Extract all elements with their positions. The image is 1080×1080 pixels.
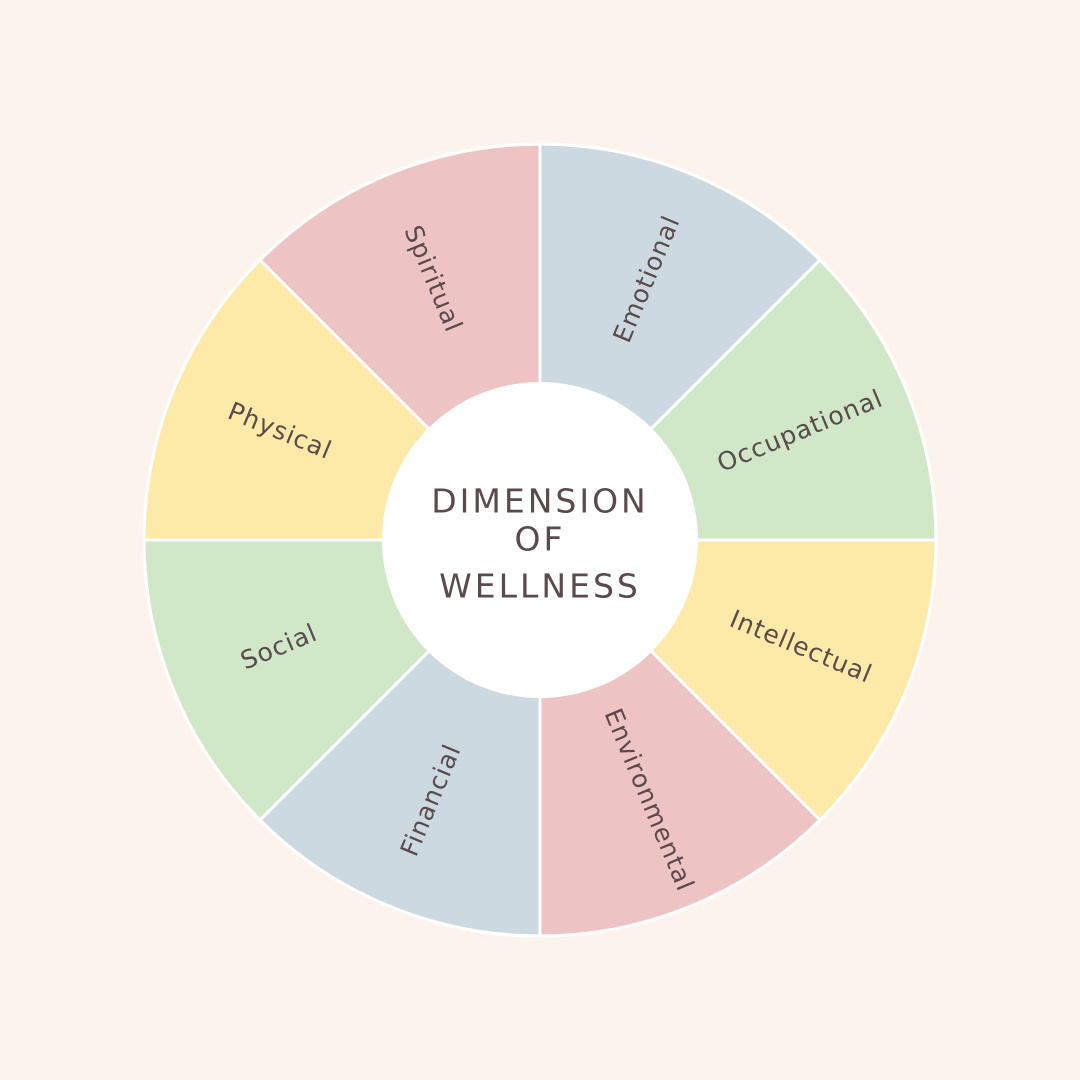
center-circle (382, 382, 698, 698)
center-title: DIMENSION OF WELLNESS (431, 482, 649, 606)
center-title-line-3: WELLNESS (439, 567, 641, 606)
center-title-line-2: OF (515, 520, 566, 559)
center-title-line-1: DIMENSION (431, 482, 649, 521)
wheel-rim (142, 142, 938, 938)
